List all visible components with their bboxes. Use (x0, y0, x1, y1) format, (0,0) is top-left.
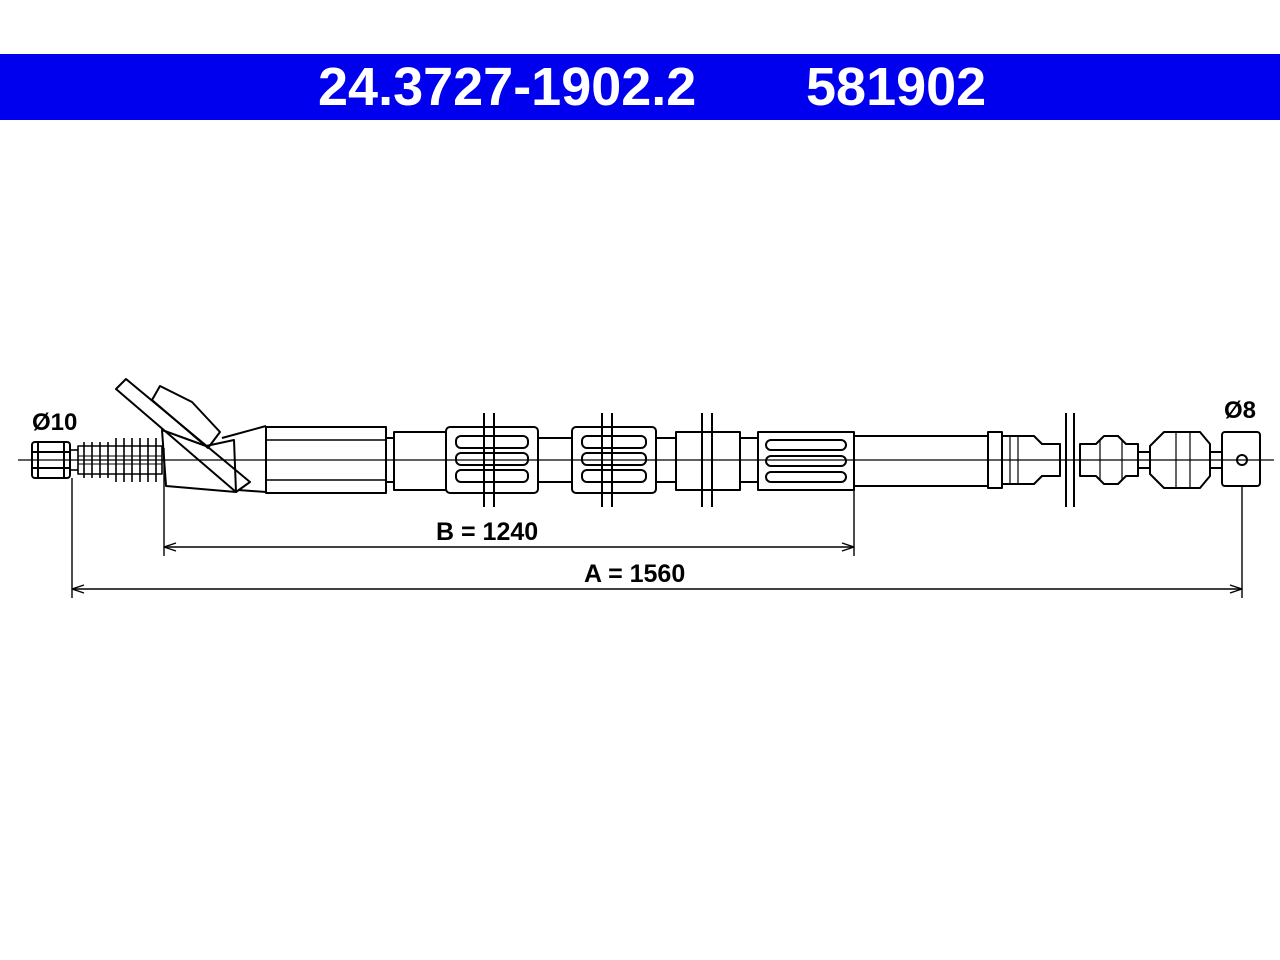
right-hose (987, 413, 1150, 507)
left-end-fitting (31, 441, 71, 479)
sleeve-1 (265, 426, 387, 494)
part-number: 24.3727-1902.2 (318, 57, 697, 117)
right-end-fitting (1221, 431, 1261, 487)
clip-1 (445, 413, 539, 507)
left-diameter-label: Ø10 (32, 409, 77, 436)
cable-tube (853, 435, 989, 487)
sleeve-2 (393, 431, 447, 491)
dimension-b-line (163, 448, 855, 556)
right-diameter-label: Ø8 (1224, 397, 1256, 424)
left-spring (70, 438, 163, 482)
sleeve-3 (675, 413, 741, 507)
sleeve-4 (757, 431, 855, 491)
reference-number: 581902 (806, 57, 987, 117)
angled-bracket (115, 378, 267, 493)
clip-2 (571, 413, 657, 507)
dimension-a-line (71, 478, 1243, 598)
dimension-b-label: B = 1240 (436, 518, 538, 546)
title-bar: 24.3727-1902.2 581902 (0, 54, 1280, 120)
dimension-a-label: A = 1560 (584, 560, 685, 588)
right-nipple (1149, 431, 1222, 489)
